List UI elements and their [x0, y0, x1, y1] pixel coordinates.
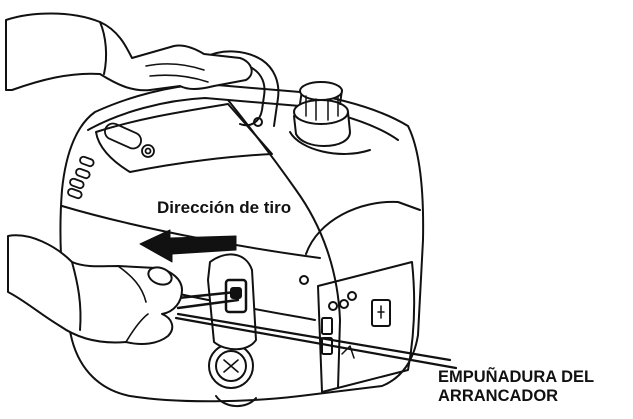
- lower-hand: [7, 234, 183, 345]
- upper-hand: [5, 12, 253, 92]
- side-panel: [299, 261, 416, 393]
- starter-grip-leader: [174, 312, 458, 370]
- pull-direction-arrow: [139, 229, 237, 263]
- starter-grip-label-line1: EMPUÑADURA DEL: [438, 368, 595, 386]
- fuel-cap: [289, 81, 371, 155]
- pull-direction-label: Dirección de tiro: [157, 198, 292, 217]
- fuel-knob: [208, 343, 257, 407]
- starter-grip-label: EMPUÑADURA DEL ARRANCADOR: [438, 368, 594, 406]
- starter-grip-label-line2: ARRANCADOR: [438, 387, 559, 405]
- starter-rope: [176, 290, 240, 310]
- vent-slots: [67, 122, 155, 200]
